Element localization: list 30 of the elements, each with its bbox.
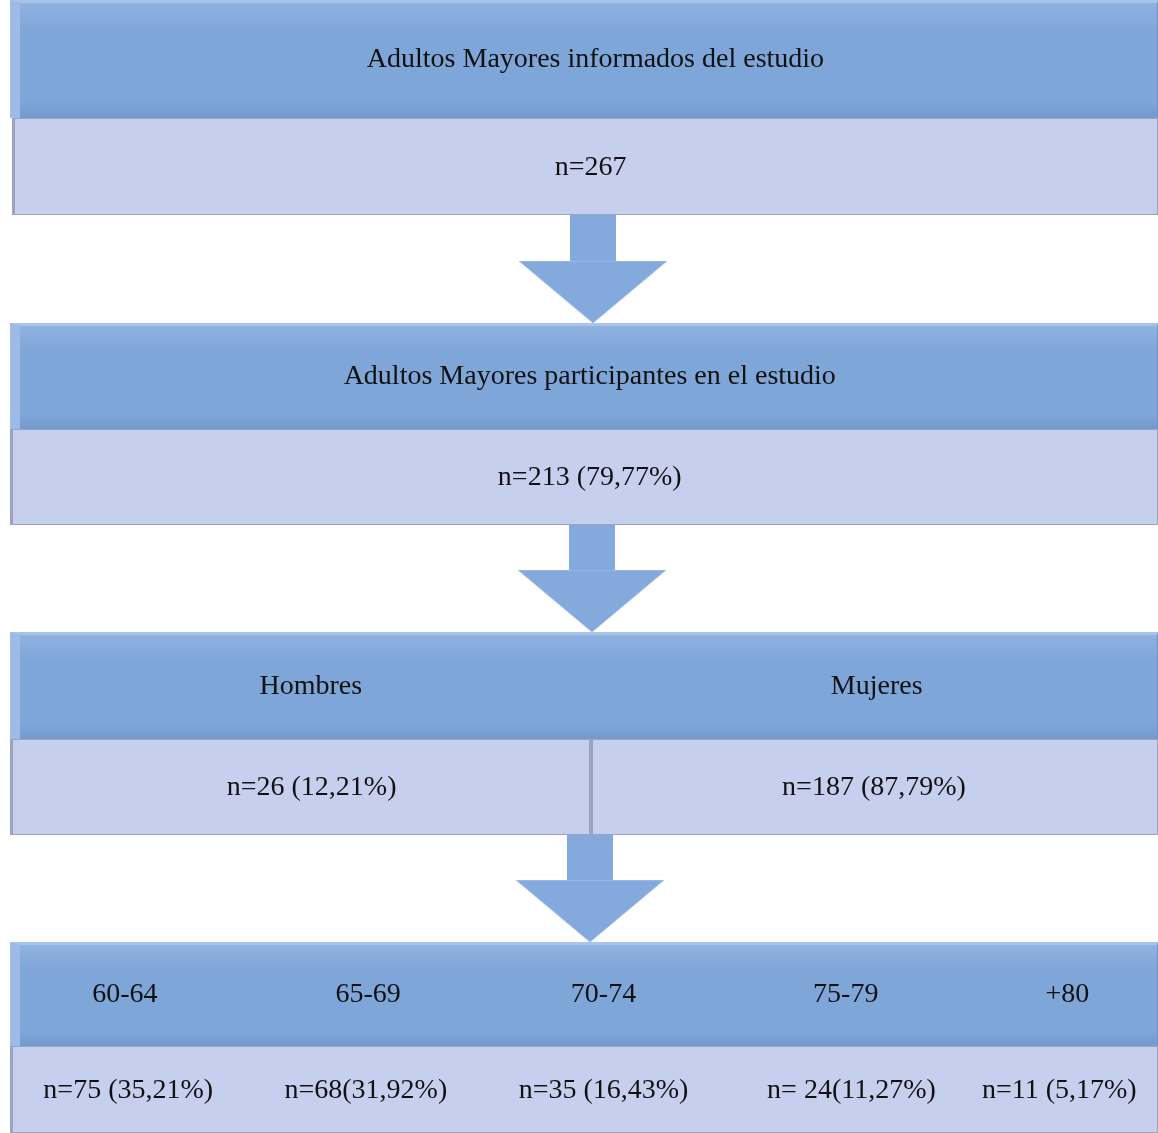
count-label: n=267: [554, 149, 627, 182]
category-heading: Hombres: [259, 668, 363, 701]
block-arrow: [518, 215, 668, 324]
count-band: [12, 118, 1158, 215]
category-heading: 60-64: [92, 977, 158, 1009]
count-label: n=187 (87,79%): [782, 770, 966, 802]
count-band: [10, 739, 590, 835]
category-heading: Mujeres: [830, 668, 923, 701]
count-label: n=35 (16,43%): [518, 1072, 689, 1105]
category-heading: Adultos Mayores informados del estudio: [366, 42, 825, 74]
band-header: [10, 0, 1158, 118]
count-band: [10, 429, 1158, 525]
count-label: n= 24(11,27%): [767, 1072, 936, 1105]
category-heading: +80: [1045, 977, 1090, 1009]
block-arrow: [515, 835, 665, 943]
category-heading: Adultos Mayores participantes en el estudio: [343, 359, 836, 391]
count-label: n=26 (12,21%): [226, 770, 397, 802]
count-label: n=213 (79,77%): [497, 460, 682, 492]
band-header: [10, 632, 1158, 739]
band-header: [10, 942, 1158, 1046]
count-band: [590, 739, 1158, 835]
block-arrow: [517, 525, 667, 633]
category-heading: 75-79: [813, 977, 879, 1009]
count-band: [10, 1046, 1158, 1133]
band-header: [10, 323, 1158, 429]
count-label: n=11 (5,17%): [981, 1072, 1137, 1105]
category-heading: 65-69: [335, 977, 401, 1009]
count-label: n=68(31,92%): [284, 1072, 448, 1105]
category-heading: 70-74: [570, 977, 637, 1009]
count-label: n=75 (35,21%): [43, 1072, 214, 1105]
